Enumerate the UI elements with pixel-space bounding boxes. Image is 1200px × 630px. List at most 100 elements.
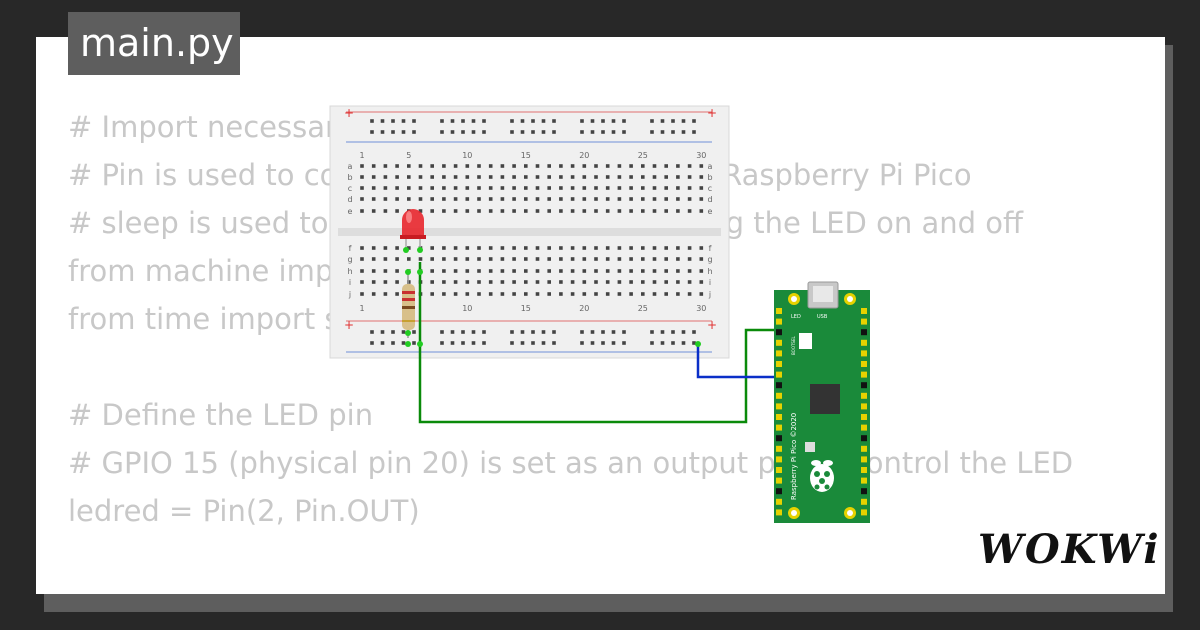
breadboard-hole[interactable] — [582, 246, 587, 250]
breadboard-hole[interactable] — [488, 164, 493, 168]
breadboard-hole[interactable] — [611, 341, 616, 345]
breadboard-hole[interactable] — [520, 341, 525, 345]
breadboard-hole[interactable] — [510, 119, 514, 123]
breadboard-hole[interactable] — [488, 246, 493, 250]
breadboard-hole[interactable] — [383, 186, 388, 190]
breadboard-hole[interactable] — [442, 175, 446, 179]
breadboard-hole[interactable] — [580, 330, 584, 334]
breadboard-hole[interactable] — [477, 197, 481, 201]
pico-pin[interactable] — [776, 350, 782, 357]
pico-pin[interactable] — [776, 329, 782, 336]
breadboard-hole[interactable] — [380, 341, 385, 345]
breadboard-hole[interactable] — [676, 269, 680, 273]
breadboard-hole[interactable] — [622, 119, 626, 123]
breadboard-hole[interactable] — [535, 292, 540, 296]
breadboard-hole[interactable] — [552, 130, 556, 134]
breadboard-hole[interactable] — [699, 175, 704, 179]
breadboard-hole[interactable] — [383, 209, 388, 213]
pico-pin[interactable] — [776, 435, 782, 442]
pico-pin[interactable] — [861, 339, 867, 346]
breadboard-hole[interactable] — [440, 330, 444, 334]
breadboard-hole[interactable] — [535, 269, 540, 273]
breadboard-hole[interactable] — [512, 292, 516, 296]
breadboard-hole[interactable] — [660, 119, 665, 123]
breadboard-hole[interactable] — [360, 246, 364, 250]
pico-pin[interactable] — [861, 318, 867, 325]
breadboard-hole[interactable] — [570, 257, 575, 261]
breadboard-hole[interactable] — [465, 209, 470, 213]
breadboard-hole[interactable] — [660, 330, 665, 334]
breadboard-hole[interactable] — [570, 280, 575, 284]
breadboard-hole[interactable] — [430, 280, 434, 284]
breadboard-hole[interactable] — [699, 186, 704, 190]
breadboard-hole[interactable] — [471, 330, 476, 334]
breadboard-hole[interactable] — [500, 197, 505, 201]
breadboard-hole[interactable] — [652, 292, 657, 296]
breadboard-hole[interactable] — [453, 280, 458, 284]
breadboard-hole[interactable] — [652, 209, 657, 213]
breadboard-hole[interactable] — [360, 164, 364, 168]
breadboard-hole[interactable] — [401, 130, 406, 134]
breadboard-hole[interactable] — [547, 186, 551, 190]
breadboard-hole[interactable] — [512, 246, 516, 250]
breadboard-hole[interactable] — [535, 175, 540, 179]
breadboard-hole[interactable] — [629, 209, 633, 213]
breadboard-hole[interactable] — [500, 269, 505, 273]
code-line[interactable]: ledred = Pin(2, Pin.OUT) — [68, 494, 420, 528]
breadboard-hole[interactable] — [559, 175, 563, 179]
breadboard-hole[interactable] — [465, 164, 470, 168]
breadboard-hole[interactable] — [465, 175, 470, 179]
breadboard-hole[interactable] — [524, 257, 528, 261]
breadboard-hole[interactable] — [582, 164, 587, 168]
pico-pin[interactable] — [861, 445, 867, 452]
breadboard-hole[interactable] — [601, 330, 605, 334]
breadboard-hole[interactable] — [465, 257, 470, 261]
breadboard-hole[interactable] — [482, 341, 486, 345]
breadboard-hole[interactable] — [465, 246, 470, 250]
breadboard-hole[interactable] — [442, 197, 446, 201]
breadboard-hole[interactable] — [664, 292, 668, 296]
breadboard-hole[interactable] — [360, 186, 364, 190]
breadboard-hole[interactable] — [383, 197, 388, 201]
breadboard-hole[interactable] — [605, 257, 610, 261]
breadboard-hole[interactable] — [681, 130, 686, 134]
code-line[interactable]: # Create an infinite loop to blink the L… — [68, 583, 1073, 594]
breadboard-hole[interactable] — [453, 269, 458, 273]
breadboard-hole[interactable] — [559, 186, 563, 190]
file-tab[interactable]: main.py — [68, 12, 240, 75]
breadboard-hole[interactable] — [461, 119, 465, 123]
breadboard-hole[interactable] — [383, 246, 388, 250]
breadboard-hole[interactable] — [370, 330, 374, 334]
breadboard-hole[interactable] — [617, 197, 622, 201]
pico-pin[interactable] — [776, 382, 782, 389]
breadboard-hole[interactable] — [699, 164, 704, 168]
pico-pin[interactable] — [776, 509, 782, 516]
breadboard-hole[interactable] — [629, 280, 633, 284]
breadboard-hole[interactable] — [559, 197, 563, 201]
breadboard-hole[interactable] — [520, 130, 525, 134]
breadboard-hole[interactable] — [531, 341, 535, 345]
breadboard-hole[interactable] — [465, 269, 470, 273]
breadboard-hole[interactable] — [547, 164, 551, 168]
breadboard-hole[interactable] — [512, 186, 516, 190]
breadboard-hole[interactable] — [371, 175, 376, 179]
breadboard-hole[interactable] — [395, 257, 399, 261]
breadboard-hole[interactable] — [512, 269, 516, 273]
code-line[interactable]: # Define the LED pin — [68, 398, 374, 432]
breadboard-hole[interactable] — [488, 257, 493, 261]
breadboard-hole[interactable] — [547, 280, 551, 284]
breadboard-hole[interactable] — [412, 330, 416, 334]
breadboard-hole[interactable] — [430, 164, 434, 168]
breadboard-hole[interactable] — [605, 175, 610, 179]
breadboard-hole[interactable] — [582, 197, 587, 201]
breadboard-hole[interactable] — [383, 280, 388, 284]
pico-pin[interactable] — [861, 477, 867, 484]
breadboard-hole[interactable] — [699, 280, 704, 284]
breadboard-hole[interactable] — [477, 175, 481, 179]
breadboard-hole[interactable] — [664, 209, 668, 213]
breadboard-hole[interactable] — [442, 292, 446, 296]
breadboard-hole[interactable] — [611, 130, 616, 134]
breadboard-hole[interactable] — [594, 280, 598, 284]
breadboard-hole[interactable] — [524, 292, 528, 296]
breadboard-hole[interactable] — [407, 246, 411, 250]
